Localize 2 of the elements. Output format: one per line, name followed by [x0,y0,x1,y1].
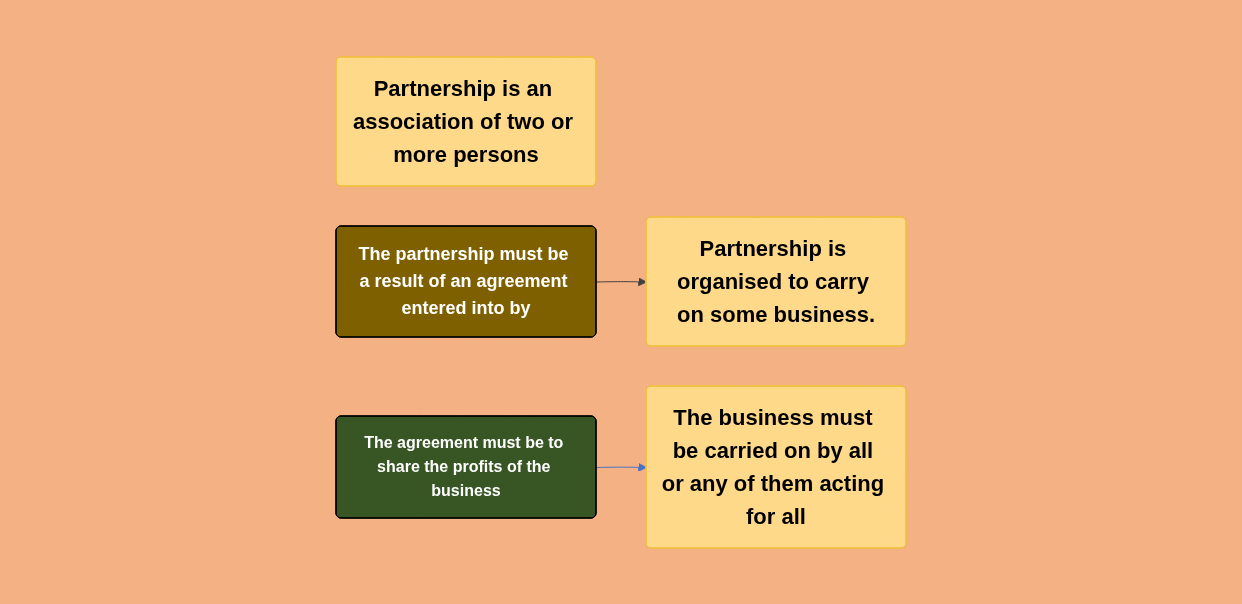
arrow [596,462,647,472]
arrow [596,276,647,286]
